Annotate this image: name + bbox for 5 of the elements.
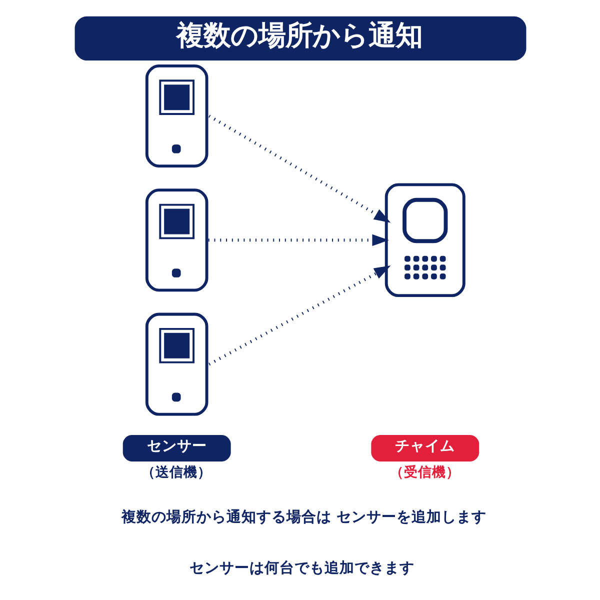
label: センサーは何台でも追加できます [189, 559, 414, 576]
node-label: （送信機） [141, 464, 212, 480]
node-label: （受信機） [389, 464, 460, 480]
diagram-title: 複数の場所から通知 [176, 20, 422, 52]
label: 複数の場所から通知する場合は センサーを追加します [120, 508, 486, 526]
